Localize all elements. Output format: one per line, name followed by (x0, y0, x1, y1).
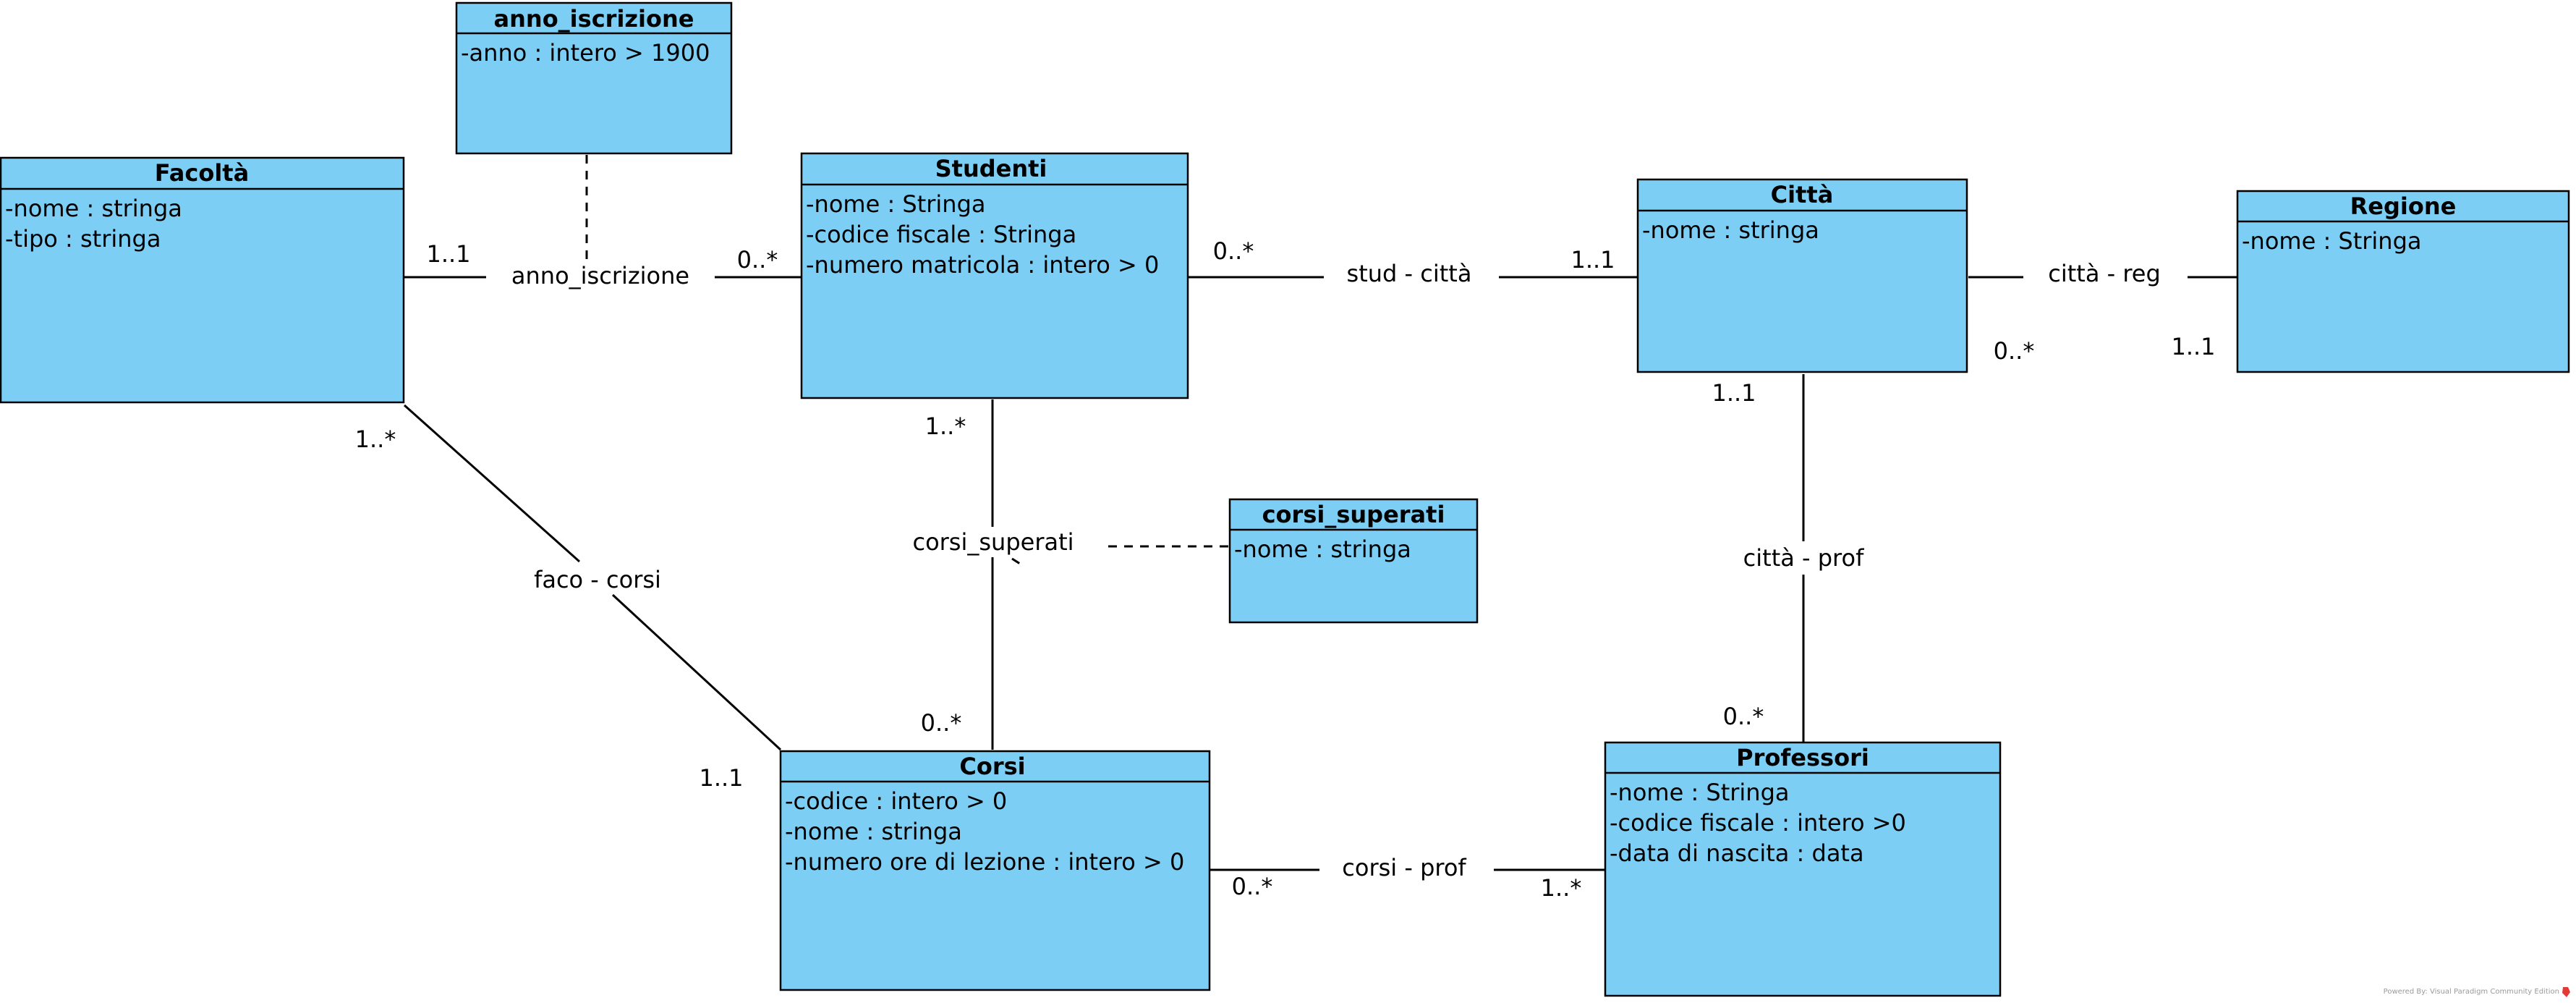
class-corsi[interactable]: Corsi -codice : intero > 0 -nome : strin… (779, 750, 1211, 991)
class-attribute: -numero ore di lezione : intero > 0 (785, 848, 1184, 876)
assoc-label-corsi-prof[interactable]: corsi - prof (1342, 854, 1466, 881)
class-attribute: -codice fiscale : Stringa (806, 221, 1076, 248)
class-studenti[interactable]: Studenti -nome : Stringa -codice fiscale… (800, 152, 1189, 399)
class-attribute: -nome : stringa (785, 818, 962, 845)
class-box (455, 1, 733, 155)
mult-faco-corsi-corsi: 1..1 (699, 764, 743, 792)
association-labels: anno_iscrizione stud - città città - reg… (511, 260, 2161, 881)
class-name: corsi_superati (1262, 501, 1445, 528)
multiplicities: 1..1 0..* 0..* 1..1 0..* 1..1 1..* 1..1 … (355, 237, 2216, 902)
association-lines (404, 155, 2237, 871)
mult-citta-reg-citta: 0..* (1994, 337, 2035, 365)
class-regione[interactable]: Regione -nome : Stringa (2236, 190, 2570, 373)
class-box (1228, 498, 1479, 624)
footer-watermark: Powered By: Visual Paradigm Community Ed… (2384, 987, 2570, 997)
assoc-label-citta-prof[interactable]: città - prof (1743, 544, 1864, 572)
class-attribute: -codice fiscale : intero >0 (1610, 809, 1906, 837)
assoc-label-faco-corsi[interactable]: faco - corsi (534, 566, 661, 593)
mult-corsi-prof-professori: 1..* (1541, 874, 1582, 902)
class-citta[interactable]: Città -nome : stringa (1636, 178, 1968, 373)
mult-anno-facolta: 1..1 (426, 240, 470, 268)
class-box (1604, 741, 2002, 997)
class-corsi-superati[interactable]: corsi_superati -nome : stringa (1228, 498, 1479, 624)
mult-corsi-prof-corsi: 0..* (1232, 873, 1273, 900)
class-name: Regione (2350, 192, 2457, 220)
mult-corsi-superati-studenti: 1..* (925, 412, 966, 440)
class-attribute: -nome : stringa (5, 195, 182, 222)
mult-faco-corsi-facolta: 1..* (355, 426, 396, 453)
class-attribute: -nome : stringa (1642, 216, 1819, 244)
class-box (1636, 178, 1968, 373)
mult-citta-reg-regione: 1..1 (2171, 333, 2215, 360)
line-faco-corsi-upper (404, 404, 580, 563)
mult-citta-prof-citta: 1..1 (1712, 379, 1756, 407)
dash-corsi-superati-tip (1011, 557, 1021, 565)
class-attribute: -tipo : stringa (5, 225, 161, 253)
class-name: Studenti (935, 155, 1047, 182)
class-attribute: -anno : intero > 1900 (461, 39, 710, 67)
class-box (800, 152, 1189, 399)
class-name: anno_iscrizione (494, 5, 694, 33)
class-name: Città (1771, 181, 1834, 208)
assoc-label-anno-iscrizione[interactable]: anno_iscrizione (511, 262, 689, 289)
mult-stud-citta-studenti: 0..* (1213, 237, 1254, 265)
class-facolta[interactable]: Facoltà -nome : stringa -tipo : stringa (0, 156, 405, 404)
class-name: Professori (1736, 744, 1869, 771)
class-professori[interactable]: Professori -nome : Stringa -codice fisca… (1604, 741, 2002, 997)
class-name: Corsi (959, 753, 1025, 780)
assoc-label-citta-reg[interactable]: città - reg (2048, 260, 2161, 287)
class-attribute: -data di nascita : data (1610, 839, 1864, 867)
visual-paradigm-logo-icon (2562, 987, 2570, 997)
class-anno-iscrizione[interactable]: anno_iscrizione -anno : intero > 1900 (455, 1, 733, 155)
class-attribute: -nome : Stringa (2242, 227, 2422, 255)
class-attribute: -nome : Stringa (806, 190, 986, 218)
class-box (0, 156, 405, 404)
class-attribute: -nome : stringa (1234, 536, 1411, 563)
assoc-label-corsi-superati[interactable]: corsi_superati (912, 528, 1074, 556)
mult-citta-prof-professori: 0..* (1723, 703, 1764, 730)
assoc-label-stud-citta[interactable]: stud - città (1347, 260, 1472, 287)
class-attribute: -codice : intero > 0 (785, 787, 1007, 815)
line-faco-corsi-lower (611, 593, 782, 751)
mult-anno-studenti: 0..* (737, 246, 778, 274)
class-box (779, 750, 1211, 991)
class-name: Facoltà (155, 159, 249, 187)
class-attribute: -numero matricola : intero > 0 (806, 251, 1159, 279)
mult-stud-citta-citta: 1..1 (1570, 246, 1615, 274)
class-attribute: -nome : Stringa (1610, 779, 1790, 806)
mult-corsi-superati-corsi: 0..* (921, 709, 962, 737)
footer-text: Powered By: Visual Paradigm Community Ed… (2384, 988, 2559, 996)
